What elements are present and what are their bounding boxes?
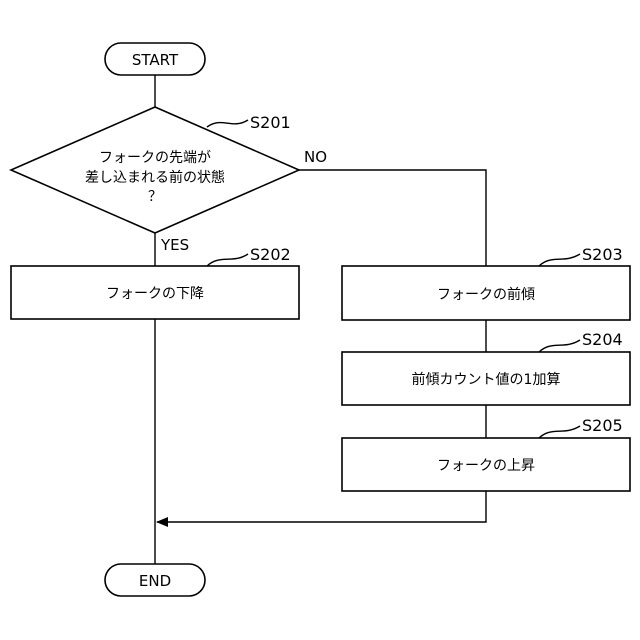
- no-label: NO: [304, 148, 327, 166]
- step-leader-s205: [539, 426, 580, 438]
- process-s203: フォークの前傾: [342, 266, 630, 320]
- connector-s205-return-arrow: [157, 491, 486, 522]
- step-label-s205: S205: [582, 416, 623, 435]
- step-label-s204: S204: [582, 330, 623, 349]
- step-label-s203: S203: [582, 245, 623, 264]
- process-s205: フォークの上昇: [342, 438, 630, 491]
- start-label: START: [132, 51, 179, 69]
- process-s203-text: フォークの前傾: [437, 286, 535, 303]
- process-s204: 前傾カウント値の1加算: [342, 352, 630, 405]
- decision-line-2: 差し込まれる前の状態: [85, 169, 225, 186]
- decision-line-3: ？: [148, 189, 162, 205]
- step-label-s201: S201: [250, 113, 291, 132]
- end-terminal: END: [105, 564, 205, 596]
- start-terminal: START: [105, 43, 205, 75]
- process-s202: フォークの下降: [11, 266, 299, 319]
- step-label-s202: S202: [250, 245, 291, 264]
- step-leader-s204: [539, 340, 580, 352]
- process-s202-text: フォークの下降: [106, 286, 204, 302]
- process-s204-text: 前傾カウント値の1加算: [412, 371, 561, 388]
- step-leader-s202: [207, 254, 248, 266]
- step-leader-s201: [207, 120, 248, 127]
- connector-no-to-s203: [299, 170, 486, 266]
- decision-line-1: フォークの先端が: [99, 150, 211, 166]
- end-label: END: [139, 572, 171, 590]
- process-s205-text: フォークの上昇: [437, 458, 535, 474]
- step-leader-s203: [539, 254, 580, 266]
- yes-label: YES: [160, 236, 189, 254]
